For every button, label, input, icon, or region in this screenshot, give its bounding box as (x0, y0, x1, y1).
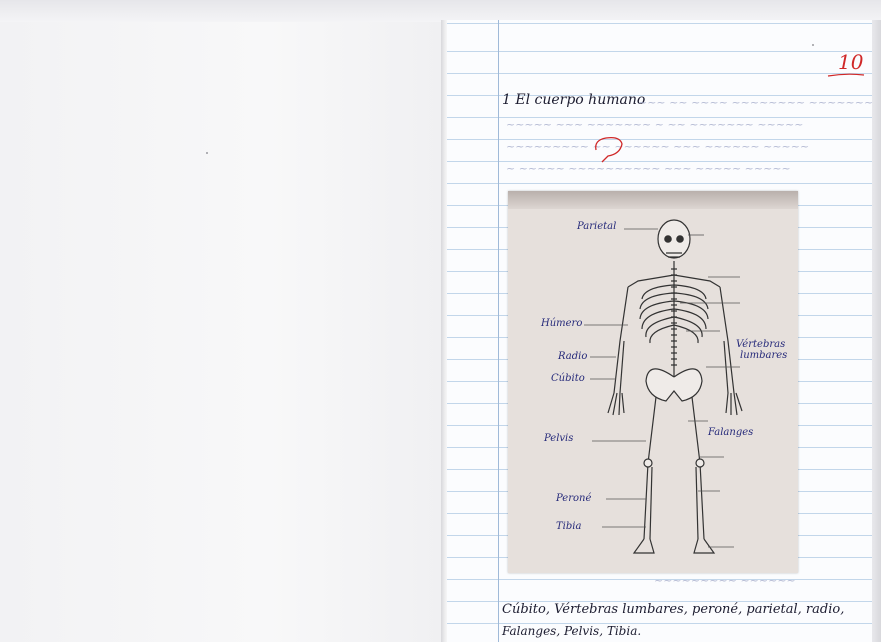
section-heading: 1 El cuerpo humano (502, 92, 645, 108)
label-parietal: Parietal (577, 221, 616, 232)
faint-writing-4: ~ ~~~~~ ~~~~~~~~~~ ~~~ ~~~~~ ~~~~~ (506, 162, 791, 175)
margin-line (498, 20, 499, 642)
label-radio: Radio (558, 351, 587, 362)
paper-speck (812, 44, 814, 46)
left-blank-page (0, 22, 445, 642)
page-number: 10 (838, 50, 863, 74)
label-cubito: Cúbito (551, 373, 585, 384)
label-humero: Húmero (541, 318, 582, 329)
skeleton-diagram-photo: Parietal Húmero Radio Cúbito Pelvis Pero… (508, 191, 798, 573)
label-perone: Peroné (556, 493, 591, 504)
faint-writing-5: ~~~~~~~~~ ~~~~~~ (654, 574, 796, 587)
faint-writing-2: ~~~~~ ~~~ ~~~~~~~ ~ ~~ ~~~~~~~ ~~~~~ (506, 118, 803, 131)
paper-speck (206, 152, 208, 154)
faint-writing-1: ~~~ ~~ ~~~~ ~~~~~~~~ ~~~~~~~ (638, 96, 873, 109)
answer-line-1: Cúbito, Vértebras lumbares, peroné, pari… (502, 602, 844, 617)
answer-line-2: Falanges, Pelvis, Tibia. (502, 624, 641, 638)
label-lumbares: lumbares (740, 350, 787, 361)
page-number-underline (826, 72, 866, 78)
label-vertebras: Vértebras (736, 339, 785, 350)
grade-check-mark (590, 132, 630, 164)
label-pelvis: Pelvis (544, 433, 573, 444)
scan-top-edge (0, 0, 881, 22)
label-tibia: Tibia (556, 521, 581, 532)
page-edge (872, 20, 881, 642)
label-falanges: Falanges (708, 427, 753, 438)
faint-writing-3: ~~~~~~~~~ ~~ ~~~~~~ ~~~ ~~~~~~ ~~~~~ (506, 140, 809, 153)
